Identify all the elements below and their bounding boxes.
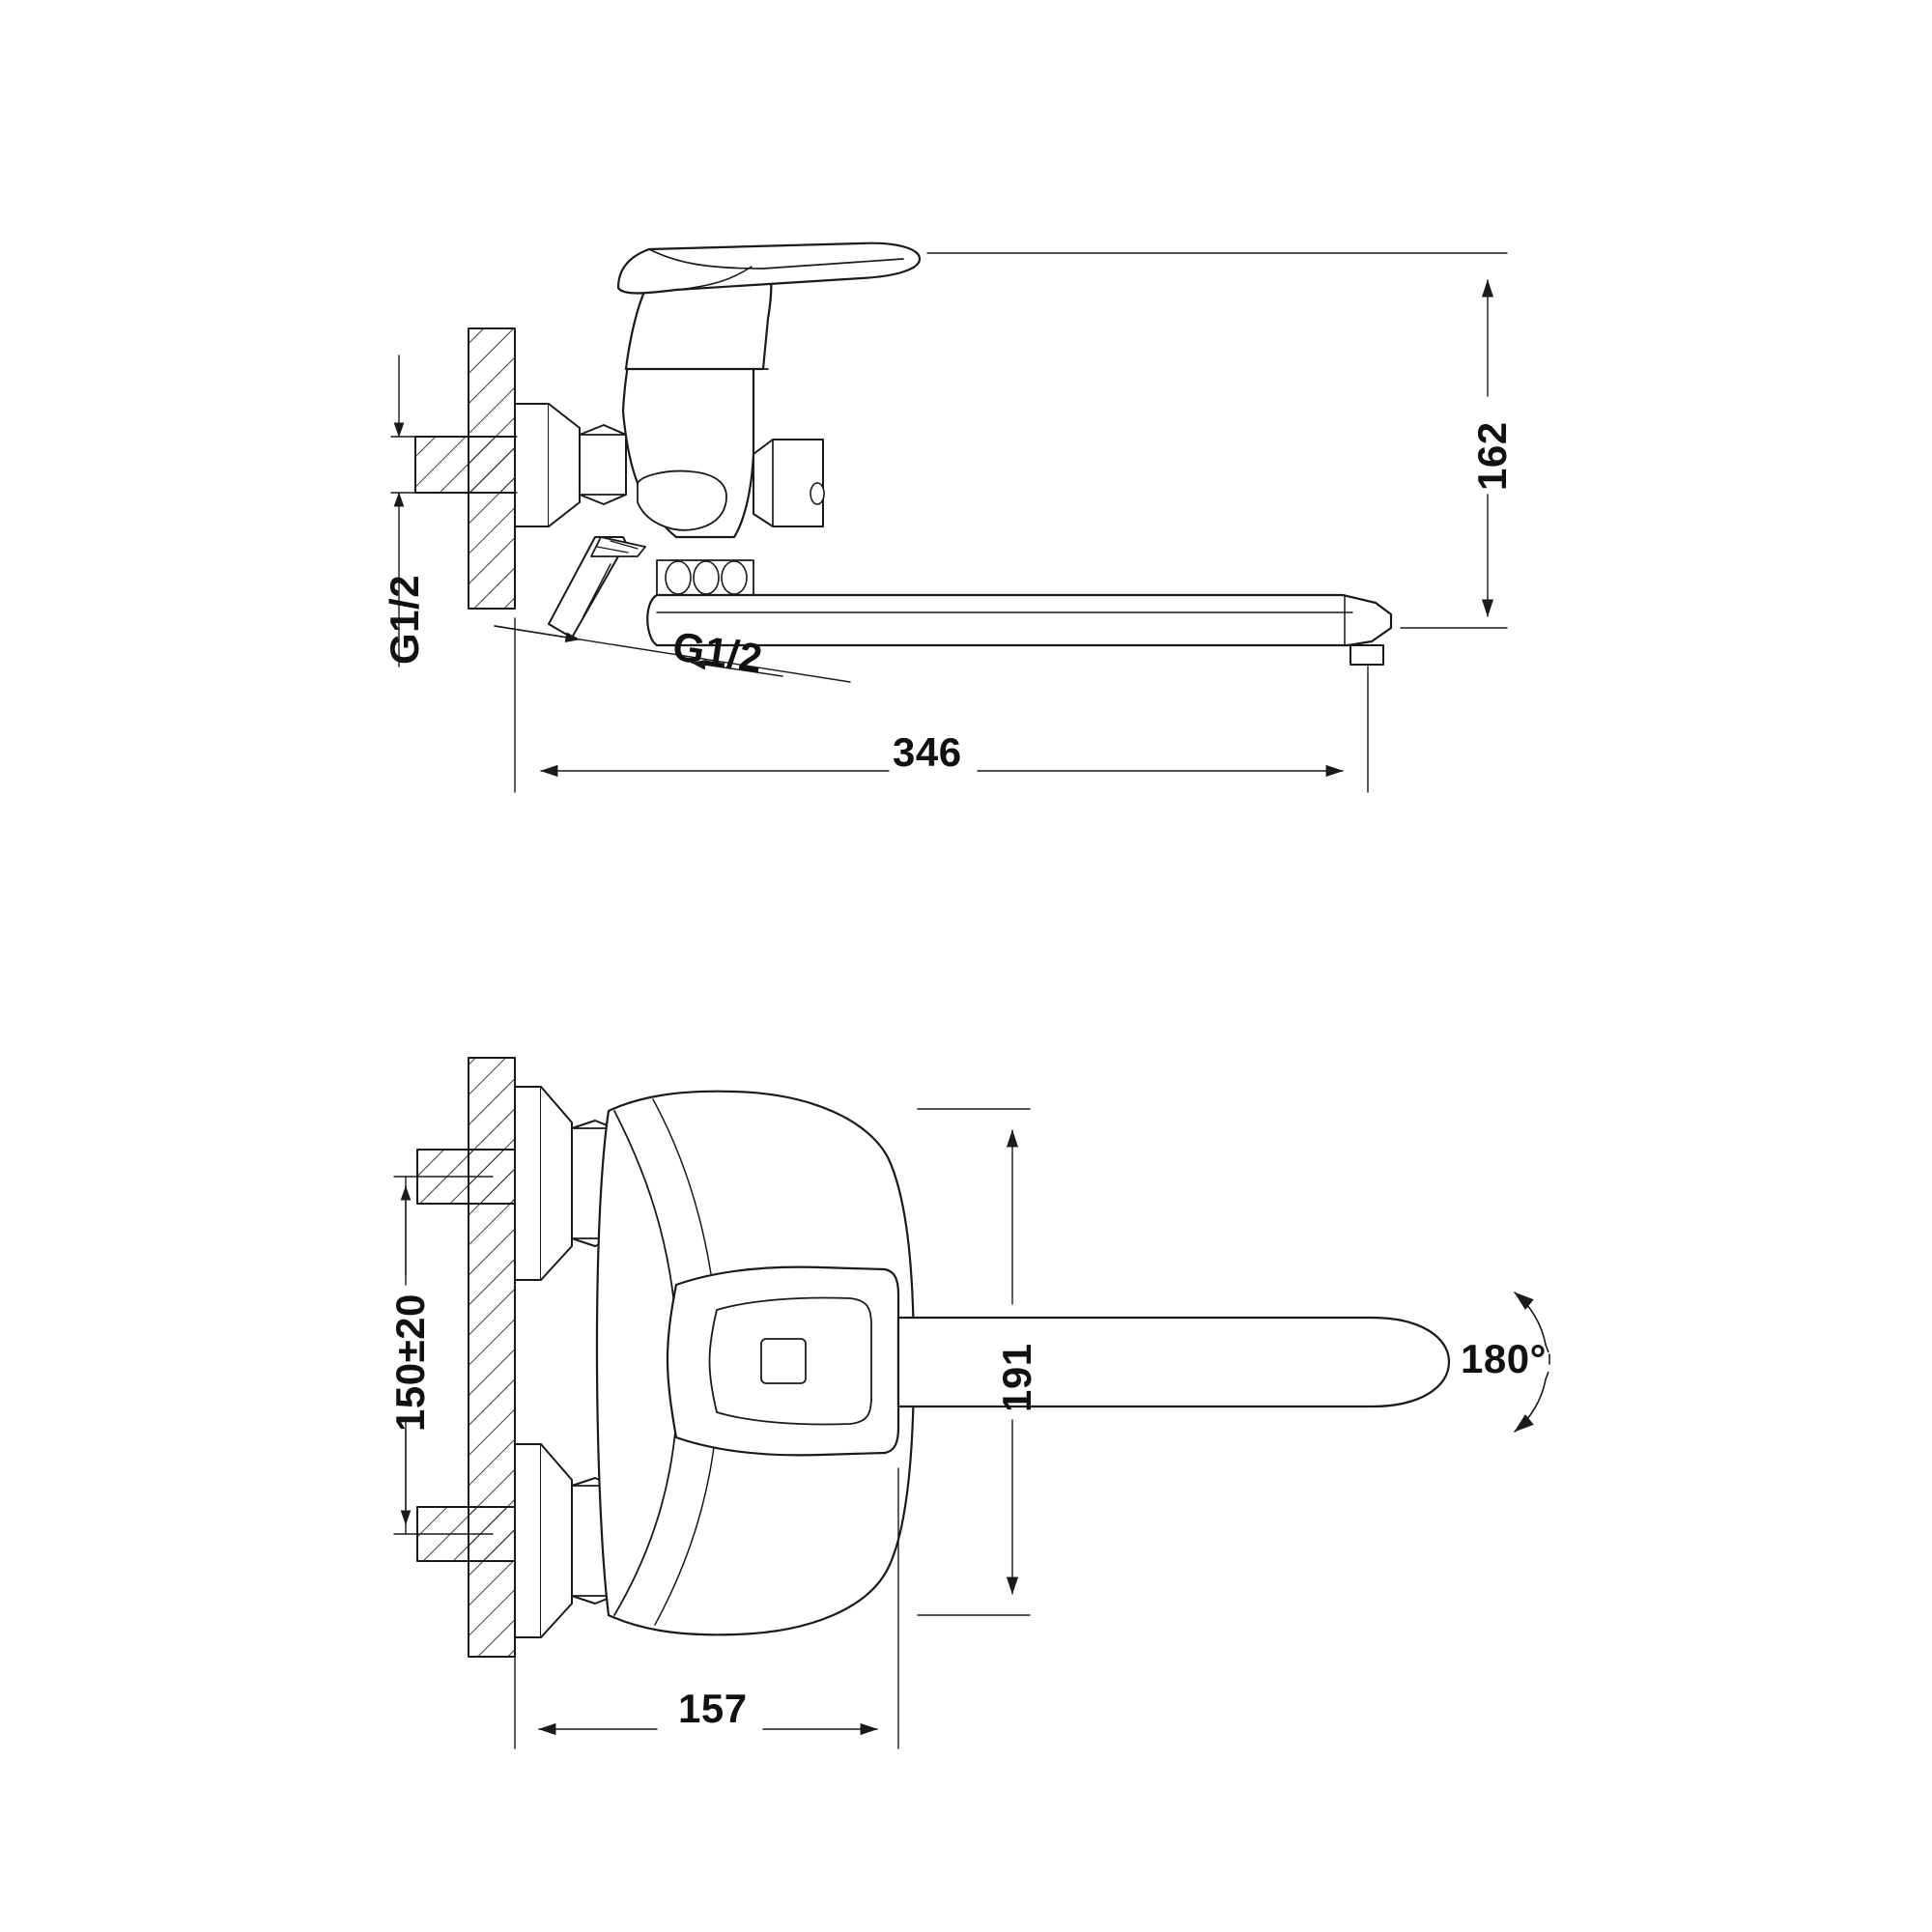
dimension-g12-left	[390, 355, 518, 668]
dimension-162	[926, 252, 1508, 629]
spout-joint-detail-side	[656, 559, 754, 596]
dimension-346	[514, 617, 1369, 793]
label-dim-180-degrees: 180°	[1461, 1336, 1547, 1381]
lever-handle-front	[666, 1265, 900, 1457]
dimension-g12-lower	[494, 625, 851, 683]
lever-handle-side	[616, 242, 922, 295]
spout-collar-side	[637, 469, 727, 531]
dimension-180-degree-arc	[1514, 1292, 1550, 1433]
dimension-150-tolerance	[393, 1176, 494, 1535]
label-dim-191: 191	[994, 1343, 1039, 1412]
escutcheon-cone-side	[514, 403, 581, 527]
label-dim-346: 346	[893, 729, 962, 775]
hex-nut-side	[579, 424, 627, 505]
aerator-side	[1350, 644, 1384, 666]
label-dim-150-tolerance: 150±20	[387, 1293, 433, 1432]
label-g12-left: G1/2	[382, 574, 427, 665]
wall-section-front-view	[468, 1057, 516, 1658]
dimension-191	[917, 1108, 1031, 1616]
dimension-157	[514, 1467, 899, 1749]
label-dim-157: 157	[678, 1686, 748, 1731]
diverter-knob-side	[753, 439, 825, 527]
spout-side	[646, 593, 1393, 647]
inlet-pipe-stub-side	[414, 436, 518, 494]
shower-outlet-side	[548, 536, 646, 639]
spout-front	[896, 1316, 1451, 1408]
label-dim-162: 162	[1469, 421, 1515, 491]
